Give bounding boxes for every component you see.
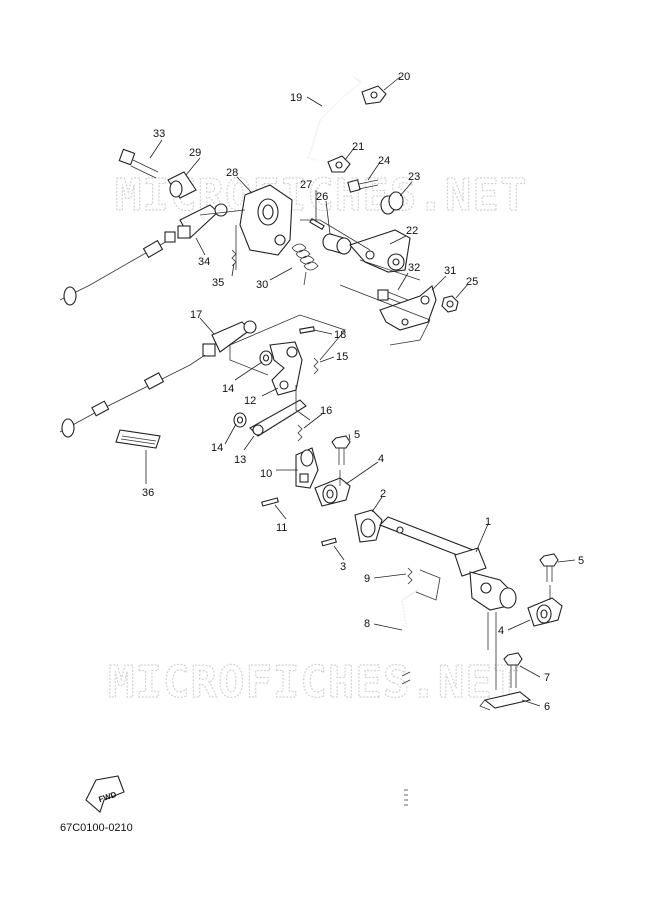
callout-21: 21 bbox=[352, 141, 364, 153]
fwd-arrow-icon: FWD bbox=[85, 775, 125, 813]
callout-5-right: 5 bbox=[578, 555, 584, 567]
part-2-clamp bbox=[354, 509, 383, 543]
throttle-cable-upper bbox=[59, 231, 176, 306]
part-17-link bbox=[202, 320, 257, 357]
part-28-bracket bbox=[235, 184, 293, 270]
part-5-bolt-middle bbox=[331, 435, 351, 465]
callout-23: 23 bbox=[408, 171, 420, 183]
callout-13: 13 bbox=[234, 454, 246, 466]
callout-31: 31 bbox=[444, 265, 456, 277]
callout-25: 25 bbox=[466, 276, 478, 288]
part-33-bolt bbox=[118, 148, 159, 179]
callout-18: 18 bbox=[334, 329, 346, 341]
part-8-rod bbox=[401, 589, 419, 810]
callout-27: 27 bbox=[300, 179, 312, 191]
callout-7: 7 bbox=[544, 672, 550, 684]
callout-35: 35 bbox=[212, 277, 224, 289]
callout-6: 6 bbox=[544, 701, 550, 713]
leader-lines bbox=[145, 76, 576, 707]
part-21-clip bbox=[327, 155, 351, 173]
callout-24: 24 bbox=[378, 155, 390, 167]
callout-14-upper: 14 bbox=[222, 383, 234, 395]
part-15-pin bbox=[313, 357, 319, 375]
part-27-pin bbox=[309, 218, 325, 230]
callout-5-middle: 5 bbox=[354, 429, 360, 441]
callout-14-lower: 14 bbox=[211, 442, 223, 454]
part-7-bolt bbox=[503, 652, 523, 688]
callout-22: 22 bbox=[406, 225, 418, 237]
part-31-plate bbox=[339, 284, 437, 346]
callout-17: 17 bbox=[190, 309, 202, 321]
part-10-clamp bbox=[295, 447, 319, 489]
callout-15: 15 bbox=[336, 351, 348, 363]
callout-28: 28 bbox=[226, 167, 238, 179]
callout-1: 1 bbox=[485, 516, 491, 528]
callout-16: 16 bbox=[320, 405, 332, 417]
callout-2: 2 bbox=[380, 488, 386, 500]
part-3-pin bbox=[321, 537, 337, 547]
part-19-rod bbox=[307, 77, 362, 161]
part-6-plate bbox=[479, 691, 532, 711]
callout-12: 12 bbox=[244, 395, 256, 407]
callout-4-middle: 4 bbox=[378, 453, 384, 465]
watermark-bottom: MICROFICHES.NET bbox=[108, 657, 520, 708]
part-24-bolt bbox=[347, 179, 379, 193]
part-36-tag bbox=[115, 429, 161, 449]
part-23-collar bbox=[380, 191, 404, 215]
part-35-pin bbox=[231, 249, 237, 267]
part-18-pin bbox=[299, 326, 315, 334]
callout-9: 9 bbox=[364, 573, 370, 585]
callout-19: 19 bbox=[290, 92, 302, 104]
document-code: 67C0100-0210 bbox=[60, 822, 133, 834]
callout-3: 3 bbox=[340, 561, 346, 573]
callout-26: 26 bbox=[316, 191, 328, 203]
part-4-clamp-middle bbox=[314, 477, 351, 507]
callout-32: 32 bbox=[408, 262, 420, 274]
part-30-spring bbox=[291, 243, 319, 286]
callout-20: 20 bbox=[398, 71, 410, 83]
part-4-clamp-right bbox=[527, 597, 563, 627]
callout-4-right: 4 bbox=[498, 625, 504, 637]
throttle-cable-lower bbox=[59, 354, 206, 438]
part-34-link bbox=[177, 203, 228, 239]
callout-10: 10 bbox=[260, 468, 272, 480]
callout-36: 36 bbox=[142, 487, 154, 499]
part-29-collar bbox=[167, 171, 197, 199]
callout-8: 8 bbox=[364, 618, 370, 630]
callout-34: 34 bbox=[198, 256, 210, 268]
part-16-pin bbox=[297, 424, 303, 442]
part-11-pin bbox=[261, 497, 279, 507]
part-22-lever bbox=[349, 229, 411, 273]
part-20-clip bbox=[361, 85, 387, 105]
callout-33: 33 bbox=[153, 128, 165, 140]
part-26-collar bbox=[322, 233, 352, 255]
callout-11: 11 bbox=[276, 522, 287, 534]
part-25-nut bbox=[441, 295, 459, 313]
callout-29: 29 bbox=[189, 147, 201, 159]
part-1-shaft bbox=[379, 516, 517, 611]
callout-30: 30 bbox=[256, 279, 268, 291]
part-5-bolt-right bbox=[539, 553, 559, 582]
part-13-link bbox=[249, 399, 307, 437]
part-14-washer-upper bbox=[259, 350, 273, 366]
part-9-pin bbox=[407, 567, 413, 585]
part-12-lever bbox=[269, 341, 303, 396]
part-14-washer-lower bbox=[233, 412, 247, 428]
